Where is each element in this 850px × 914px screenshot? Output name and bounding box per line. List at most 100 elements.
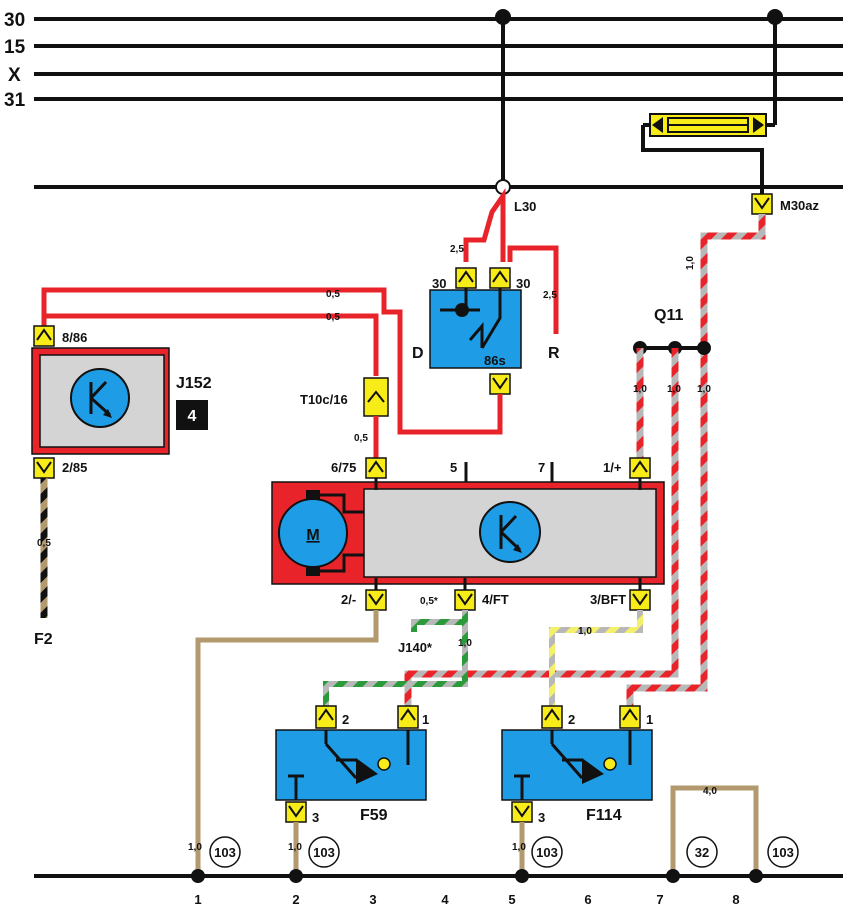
svg-text:103: 103 (313, 845, 335, 860)
column-number: 4 (441, 892, 449, 907)
wire-size: 1,0 (633, 384, 647, 395)
f59-pin-3 (285, 801, 307, 823)
wire-size: 1,0 (697, 384, 711, 395)
junction-dot (495, 9, 511, 25)
wire-size: 1,0 (512, 842, 526, 853)
wire-size: 1,0 (458, 638, 472, 649)
wire-size: 0,5* (420, 596, 438, 607)
fuse (649, 113, 767, 137)
main-pin-675 (365, 457, 387, 479)
column-number: 1 (194, 892, 201, 907)
svg-text:103: 103 (536, 845, 558, 860)
relay-r-label: R (548, 345, 560, 362)
junction-dot (767, 9, 783, 25)
junction-dot (697, 341, 711, 355)
m30az-label: M30az (780, 198, 820, 213)
column-number: 5 (508, 892, 515, 907)
ground-ref-4: 32 (686, 836, 718, 868)
main-pin-2minus (365, 589, 387, 611)
wire-m30az-f114 (626, 214, 766, 706)
j152-pin-label: 8/86 (62, 330, 87, 345)
f114-pin-2 (541, 705, 563, 729)
pin-label: 1/+ (603, 460, 622, 475)
wire-size: 2,5 (543, 290, 557, 301)
wire-relay-r (507, 245, 559, 334)
bus-label-31: 31 (4, 90, 26, 111)
f59-switch (275, 729, 427, 801)
pin-label: 3/BFT (590, 592, 626, 607)
bus-label-15: 15 (4, 37, 26, 58)
main-control-unit (271, 462, 665, 585)
pin-label: 3 (538, 810, 545, 825)
j152-badge-text: 4 (188, 408, 197, 425)
f59-pin-1 (397, 705, 419, 729)
q11-label: Q11 (654, 307, 683, 324)
main-pin-1plus (629, 457, 651, 479)
relay-pin-label: 30 (432, 276, 446, 291)
svg-text:103: 103 (214, 845, 236, 860)
pin-label: 3 (312, 810, 319, 825)
j152-pin-bottom (33, 457, 55, 479)
column-number: 8 (732, 892, 739, 907)
pin-label: 5 (450, 460, 457, 475)
wire-size: 0,5 (326, 289, 340, 300)
wire-size: 1,0 (667, 384, 681, 395)
wire-size: 1,0 (578, 626, 592, 637)
t10c-label: T10c/16 (300, 392, 348, 407)
t10c-connector (363, 377, 389, 417)
fuse-output-wire (641, 125, 764, 196)
main-pin-3bft (629, 589, 651, 611)
pin-label: 7 (538, 460, 545, 475)
j152-badge (176, 400, 208, 430)
wire-j152-relay (41, 287, 503, 435)
f114-pin-1 (619, 705, 641, 729)
relay-d (429, 284, 522, 369)
wire-4ft-j140 (411, 610, 468, 632)
wire-l30-relay (463, 187, 506, 262)
f59-label: F59 (360, 807, 388, 824)
relay-86s-label: 86s (484, 353, 506, 368)
wire-ground-bridge (670, 785, 759, 876)
wire-size: 4,0 (703, 786, 717, 797)
svg-text:32: 32 (695, 845, 709, 860)
svg-text:103: 103 (772, 845, 794, 860)
relay-pin-30-right (489, 267, 511, 289)
l30-label: L30 (514, 199, 536, 214)
wire-4ft-f59 (323, 610, 468, 706)
pin-label: 2/- (341, 592, 356, 607)
wire-q11-f59 (404, 348, 679, 706)
j152-pin-top (33, 325, 55, 347)
relay-pin-86s (489, 373, 511, 395)
pin-label: 2 (342, 712, 349, 727)
wire-size: 0,5 (354, 433, 368, 444)
ground-ref-3: 103 (531, 836, 563, 868)
ground-ref-2: 103 (308, 836, 340, 868)
f114-switch (501, 729, 653, 801)
pin-label: 1 (646, 712, 653, 727)
main-pin-4ft (454, 589, 476, 611)
wire-size: 0,5 (37, 538, 51, 549)
bus-label-x: X (8, 65, 21, 86)
relay-pin-label: 30 (516, 276, 530, 291)
column-number: 7 (656, 892, 663, 907)
f114-pin-3 (511, 801, 533, 823)
j152-name: J152 (176, 375, 212, 392)
j152-pin-label: 2/85 (62, 460, 87, 475)
motor-label: M (306, 527, 319, 544)
wire-size: 1,0 (685, 256, 696, 270)
wire-size: 2,5 (450, 244, 464, 255)
m30az-connector (751, 193, 773, 215)
ground-ref-1: 103 (209, 836, 241, 868)
pin-label: 1 (422, 712, 429, 727)
relay-d-label: D (412, 345, 424, 362)
f2-label: F2 (34, 631, 53, 648)
wire-3bft-f114 (549, 610, 643, 706)
j152-relay (31, 347, 170, 455)
wire-size: 1,0 (288, 842, 302, 853)
pin-label: 2 (568, 712, 575, 727)
wire-main-ground1 (195, 610, 379, 876)
j140-label: J140* (398, 640, 433, 655)
f114-label: F114 (586, 807, 622, 824)
column-numbers: 1 2 3 4 5 6 7 8 (194, 892, 739, 907)
